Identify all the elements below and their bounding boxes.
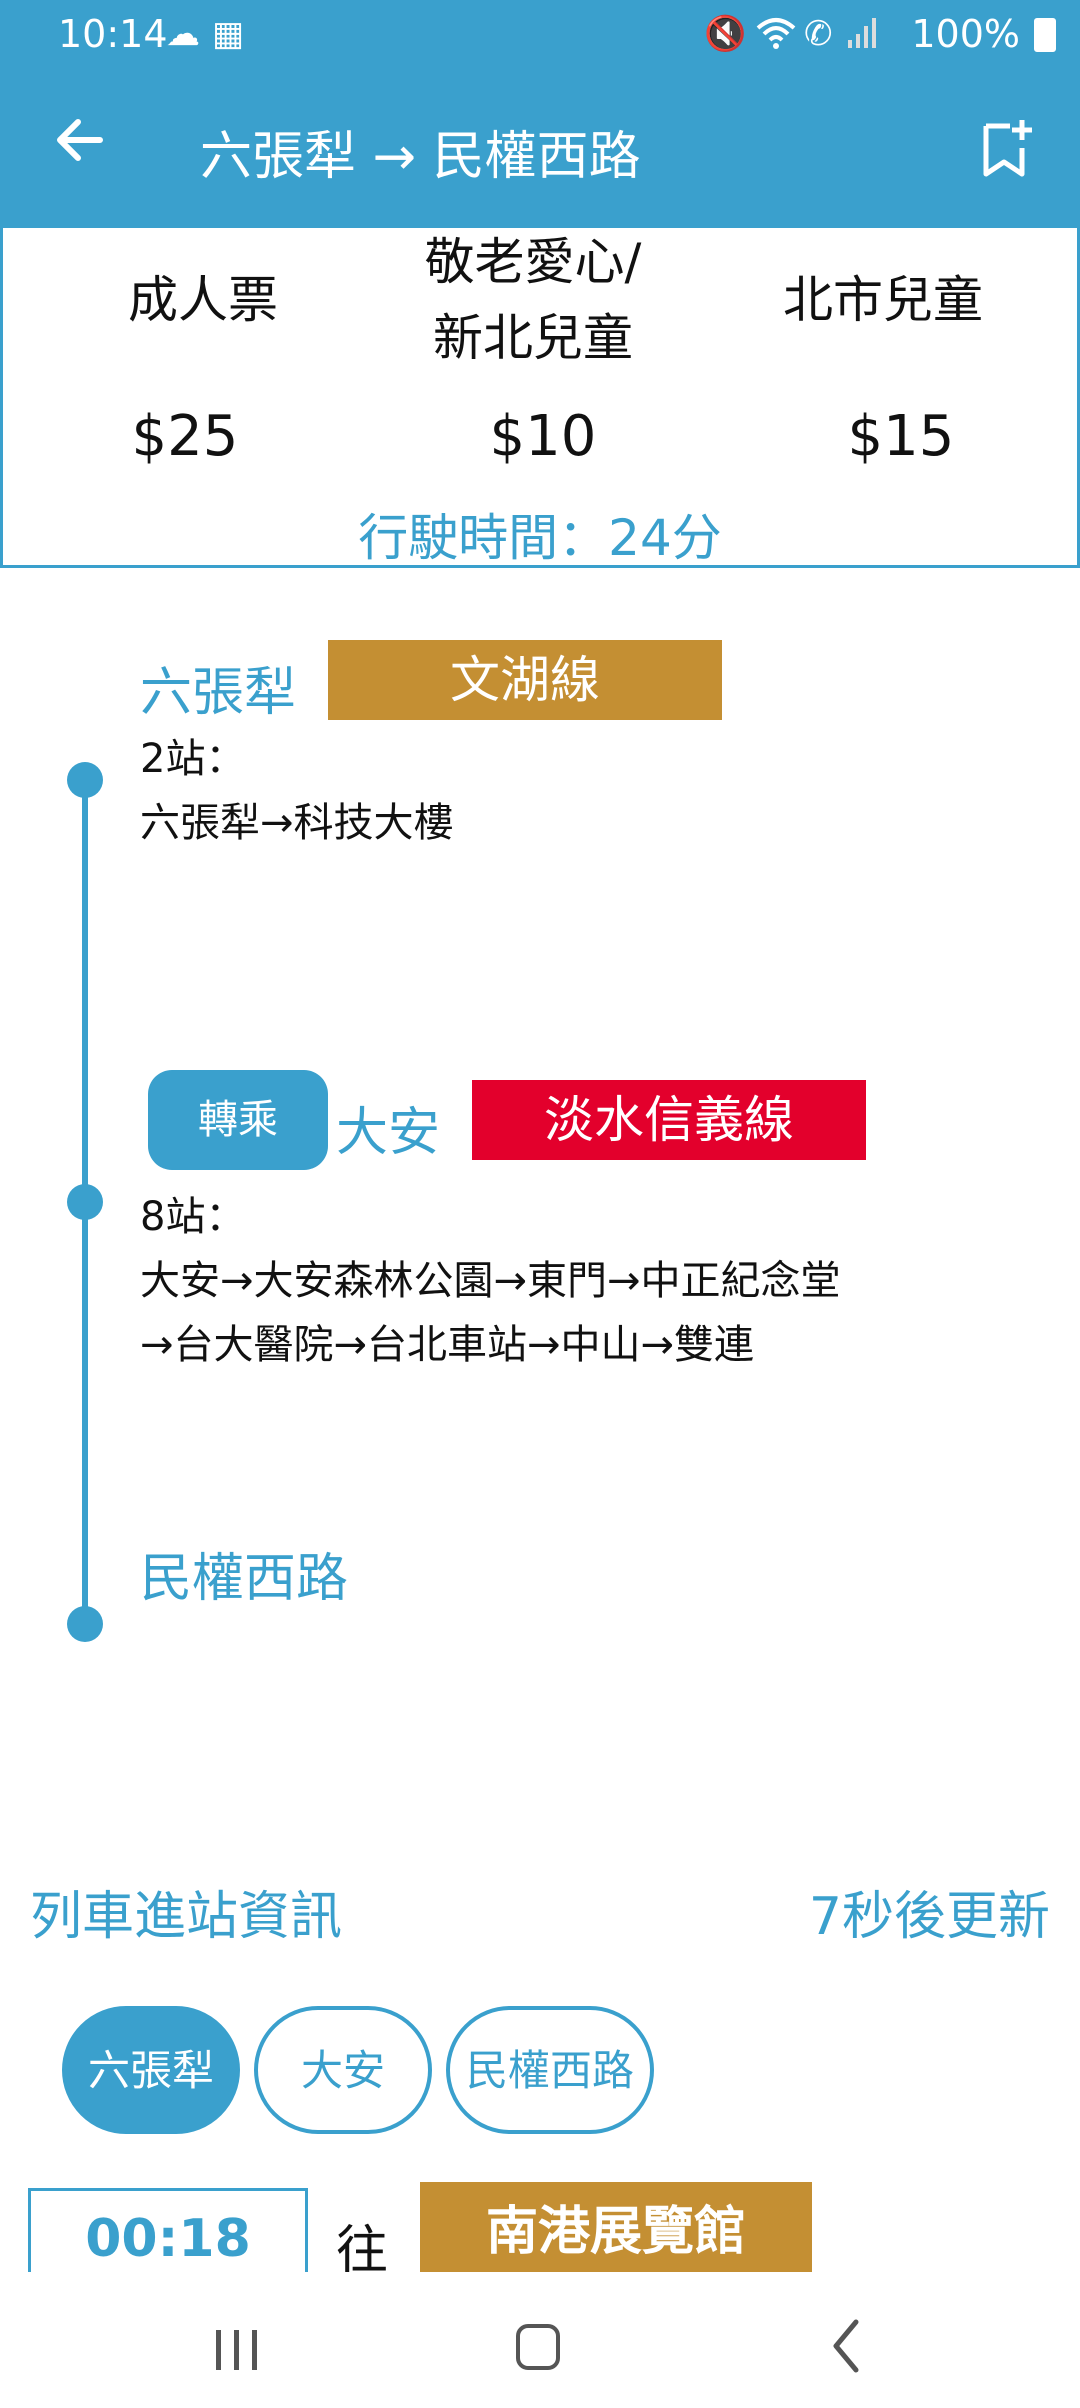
train-destination: 南港展覽館 <box>420 2182 812 2278</box>
leg1-stops: 六張犁→科技大樓 <box>140 800 454 846</box>
fare-panel: 成人票 敬老愛心/ 新北兒童 北市兒童 $25 $10 $15 行駛時間：24分 <box>0 228 1080 568</box>
cloud-icon: ☁ <box>166 14 200 54</box>
child-fare-price: $15 <box>847 404 955 469</box>
toward-label: 往 <box>336 2221 389 2281</box>
station-minquan-w-rd[interactable]: 民權西路 <box>140 1549 349 1609</box>
child-fare-label: 北市兒童 <box>783 271 983 329</box>
transfer-badge: 轉乘 <box>148 1070 328 1170</box>
arrival-countdown: 00:18 <box>28 2188 308 2278</box>
line-badge-wenhu: 文湖線 <box>328 640 722 720</box>
leg1-stop-count: 2站： <box>140 736 246 782</box>
travel-time: 行駛時間：24分 <box>358 509 722 567</box>
battery-icon <box>1034 18 1056 52</box>
update-countdown: 7秒後更新 <box>808 1887 1050 1947</box>
wifi-icon <box>756 18 796 49</box>
battery-percent: 100% <box>911 12 1020 56</box>
leg2-stops-line2: →台大醫院→台北車站→中山→雙連 <box>140 1322 755 1368</box>
app-bar: 六張犁 → 民權西路 <box>0 92 1080 212</box>
recents-icon[interactable] <box>214 2330 260 2370</box>
leg2-stop-count: 8站： <box>140 1194 246 1240</box>
timeline-dot-end <box>67 1606 103 1642</box>
senior-fare-price: $10 <box>489 404 597 469</box>
home-icon[interactable] <box>516 2324 560 2370</box>
station-liuzhangli[interactable]: 六張犁 <box>140 663 297 723</box>
signal-icon <box>848 18 876 48</box>
adult-fare-price: $25 <box>131 404 239 469</box>
line-badge-tamsui-xinyi: 淡水信義線 <box>472 1080 866 1160</box>
station-chip-daan[interactable]: 大安 <box>254 2006 432 2134</box>
adult-fare-label: 成人票 <box>128 271 278 329</box>
station-chip-minquan-w-rd[interactable]: 民權西路 <box>446 2006 654 2134</box>
arrival-info-title: 列車進站資訊 <box>30 1887 343 1947</box>
station-daan[interactable]: 大安 <box>336 1103 441 1163</box>
status-bar: 10:14 ☁ ▦ 🔇 ✆ 100% <box>0 0 1080 70</box>
nav-back-icon[interactable] <box>826 2316 866 2376</box>
timeline-dot-transfer <box>67 1184 103 1220</box>
status-time: 10:14 <box>58 12 168 56</box>
page-title: 六張犁 → 民權西路 <box>200 127 641 187</box>
station-chip-liuzhangli[interactable]: 六張犁 <box>62 2006 240 2134</box>
calendar-icon: ▦ <box>212 14 245 54</box>
wifi-calling-icon: ✆ <box>804 14 833 54</box>
timeline-dot-start <box>67 762 103 798</box>
leg2-stops-line1: 大安→大安森林公園→東門→中正紀念堂 <box>140 1258 841 1304</box>
mute-icon: 🔇 <box>704 14 747 54</box>
bookmark-add-icon[interactable] <box>980 116 1034 180</box>
senior-fare-label: 敬老愛心/ 新北兒童 <box>424 233 642 367</box>
back-arrow-icon[interactable] <box>50 110 110 170</box>
top-bar: 10:14 ☁ ▦ 🔇 ✆ 100% 六張犁 → 民權西路 <box>0 0 1080 228</box>
system-nav-bar <box>0 2272 1080 2408</box>
